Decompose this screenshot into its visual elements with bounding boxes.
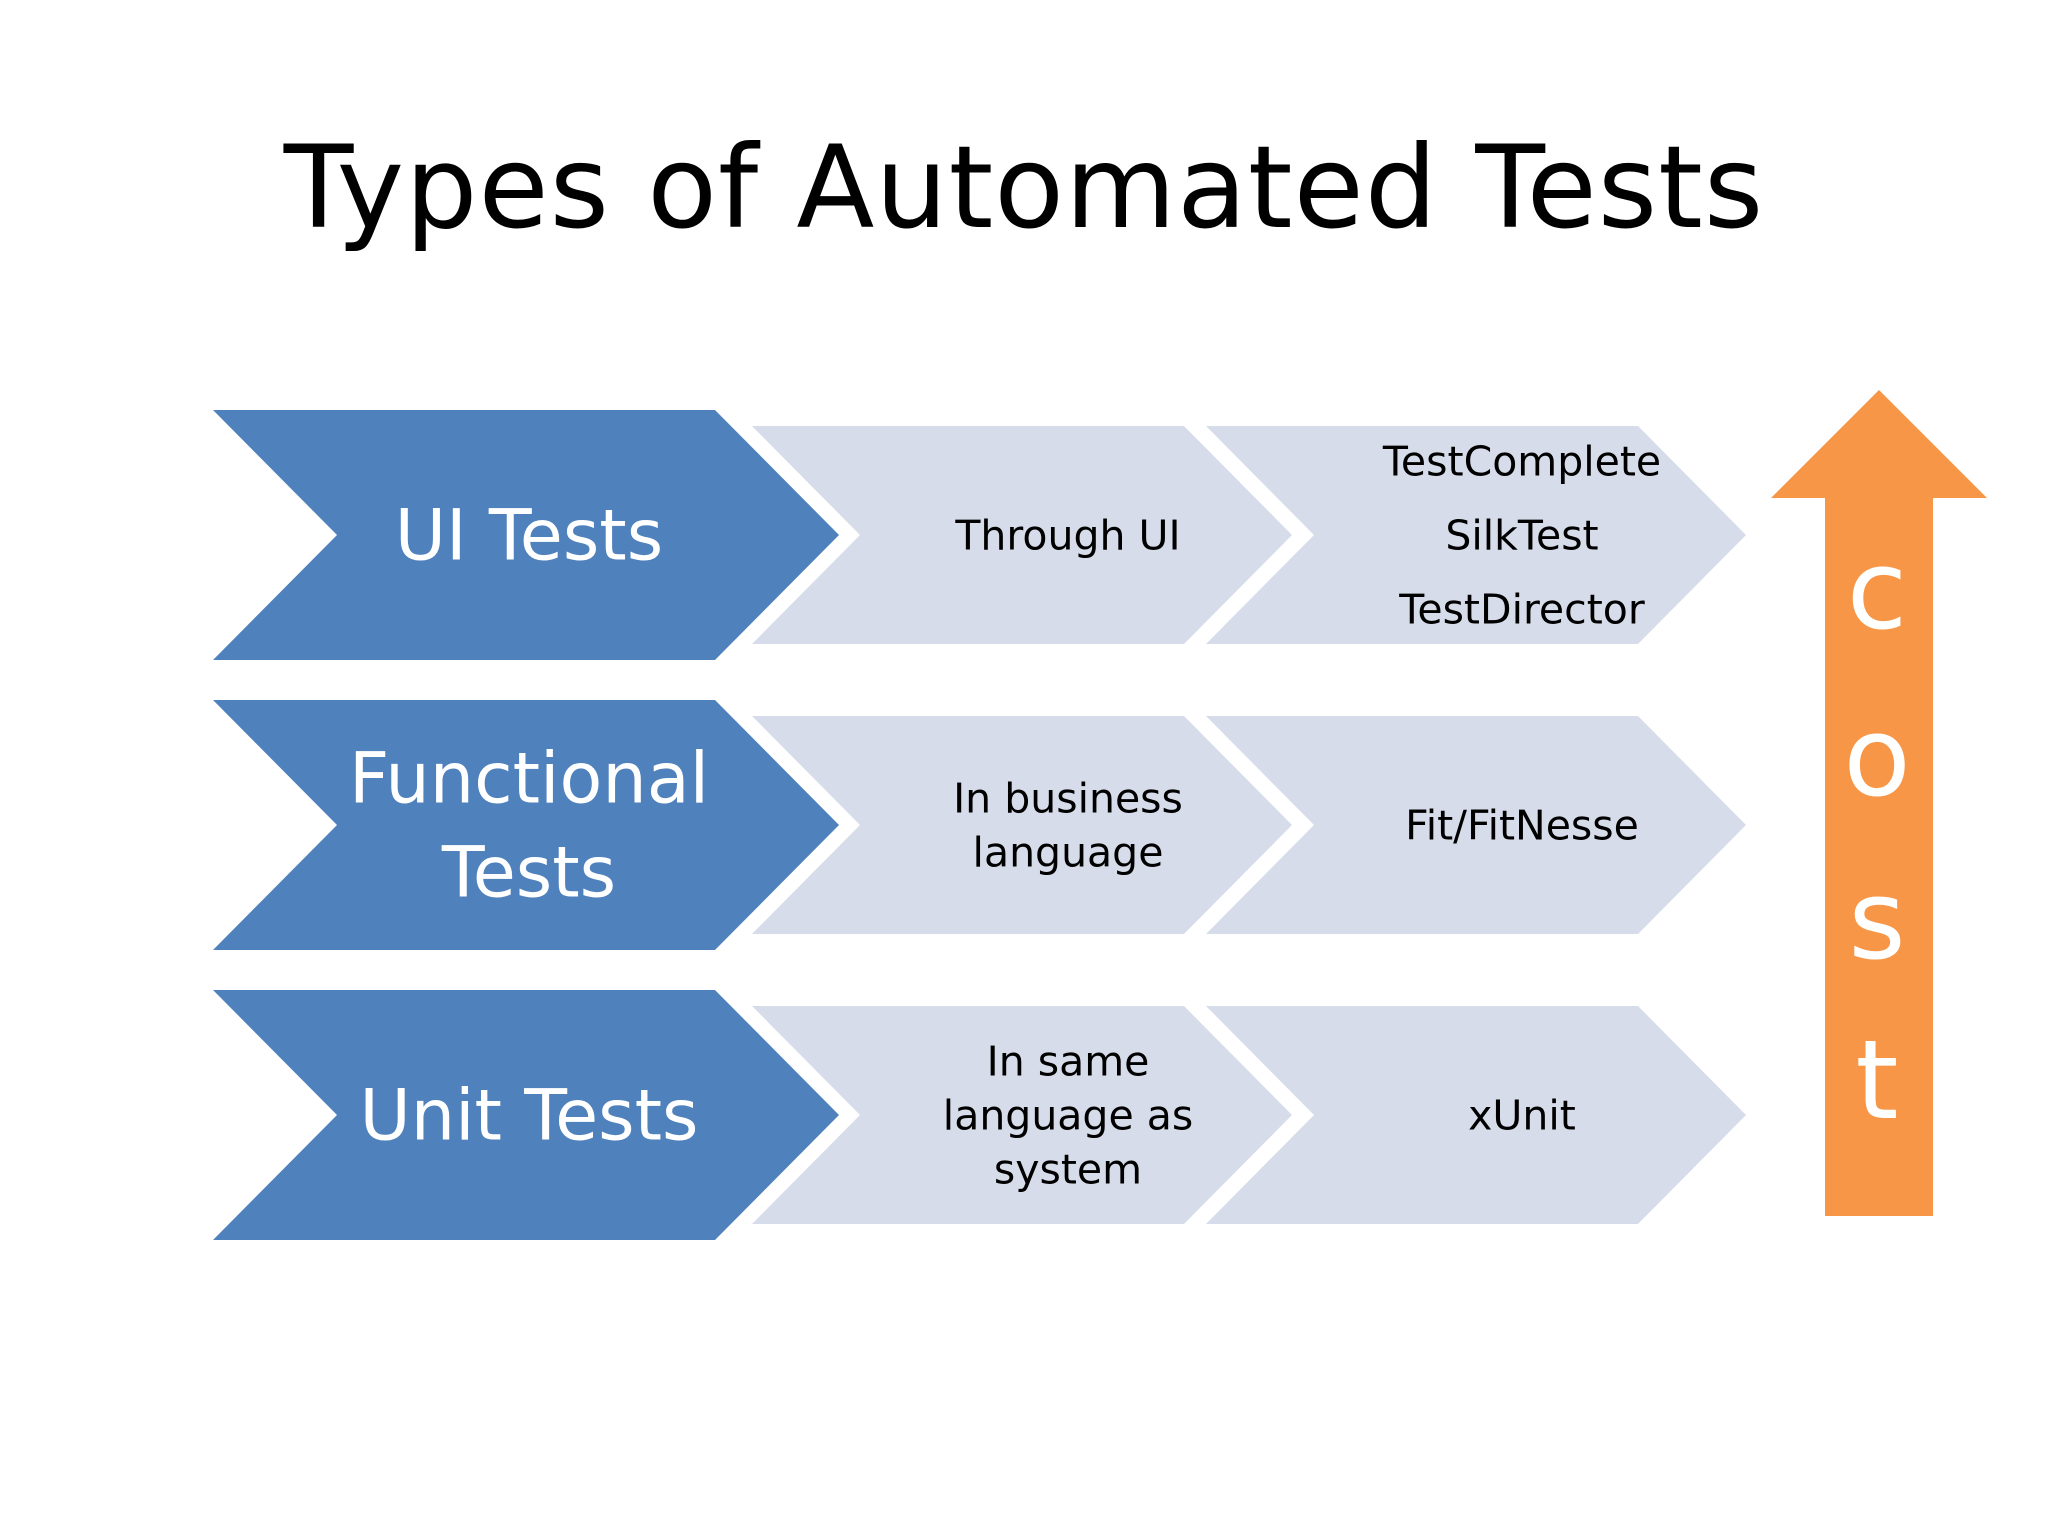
ui-tools-text-line-1: TestComplete bbox=[1382, 437, 1661, 485]
functional-tests-label-line-2: Tests bbox=[441, 832, 616, 914]
functional-how-text-line-1: In business bbox=[953, 774, 1183, 822]
ui-tools-text-line-2: SilkTest bbox=[1445, 511, 1598, 559]
unit-tests-label-line-1: Unit Tests bbox=[359, 1075, 698, 1157]
unit-how-text-line-3: system bbox=[994, 1145, 1142, 1193]
functional-how-text-line-2: language bbox=[973, 828, 1164, 876]
ui-how-chevron bbox=[752, 426, 1292, 644]
functional-tests-chevron bbox=[213, 700, 839, 950]
functional-tests-label-line-1: Functional bbox=[349, 738, 709, 820]
unit-tools-text-line-1: xUnit bbox=[1468, 1091, 1576, 1139]
unit-tests-chevron bbox=[213, 990, 839, 1240]
unit-how-chevron bbox=[752, 1006, 1292, 1224]
cost-letter-2: o bbox=[1843, 693, 1910, 821]
ui-tools-text-line-3: TestDirector bbox=[1398, 585, 1645, 633]
row-ui: UI Tests Through UI TestCompleteSilkTestTe… bbox=[213, 410, 1746, 660]
functional-tools-chevron bbox=[1206, 716, 1746, 934]
ui-tools-chevron bbox=[1206, 426, 1746, 644]
cost-letter-1: c bbox=[1847, 526, 1907, 654]
unit-tools-chevron bbox=[1206, 1006, 1746, 1224]
cost-letter-3: s bbox=[1848, 856, 1905, 984]
unit-how-text-line-2: language as bbox=[943, 1091, 1193, 1139]
ui-tests-label-line-1: UI Tests bbox=[395, 495, 663, 577]
ui-how-text-line-1: Through UI bbox=[954, 511, 1180, 559]
up-arrow-icon bbox=[1771, 390, 1987, 1216]
row-unit: Unit Tests In same language as system xUnit bbox=[213, 990, 1746, 1240]
ui-tests-chevron bbox=[213, 410, 839, 660]
unit-how-text-line-1: In same bbox=[987, 1037, 1150, 1085]
functional-tools-text-line-1: Fit/FitNesse bbox=[1405, 801, 1639, 849]
slide-title: Types of Automated Tests bbox=[283, 121, 1765, 254]
functional-how-chevron bbox=[752, 716, 1292, 934]
cost-letter-4: t bbox=[1855, 1016, 1898, 1144]
